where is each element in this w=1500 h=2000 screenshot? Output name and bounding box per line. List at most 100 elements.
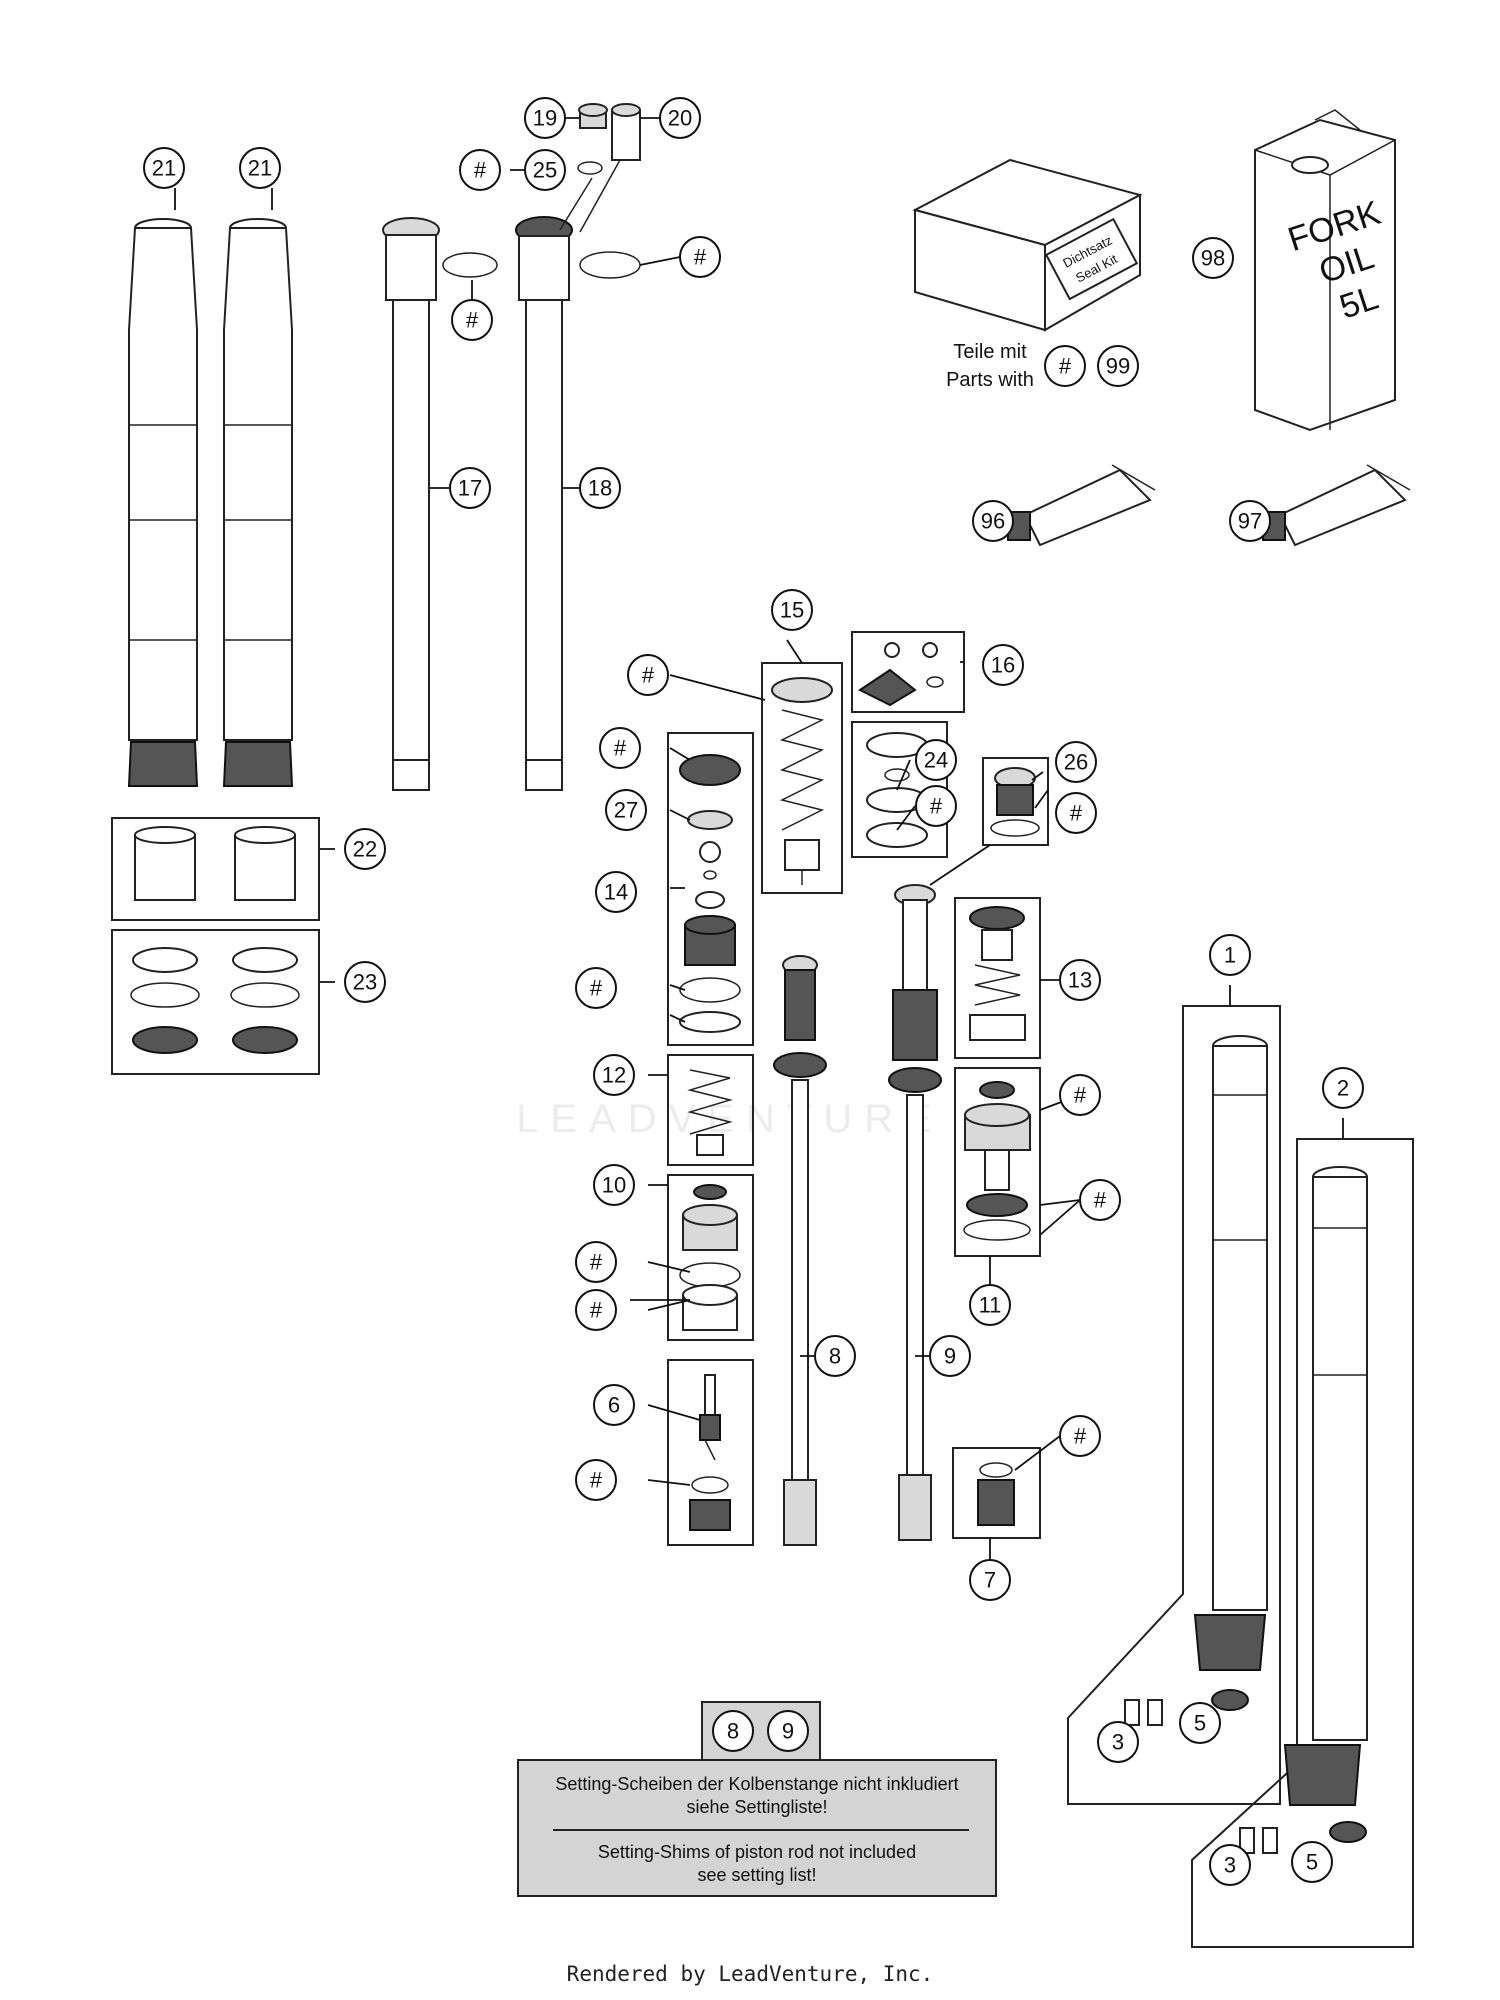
svg-text:15: 15 [780, 598, 804, 623]
group-box-14-27 [667, 732, 754, 1046]
seal-kit-caption-2: Parts with [946, 369, 1034, 391]
group-box-22 [111, 817, 320, 921]
valve-13 [969, 906, 1026, 1041]
inner-tube-17 [382, 217, 440, 791]
svg-text:21: 21 [248, 156, 272, 181]
svg-text:5: 5 [1306, 1850, 1318, 1875]
callout-97: 97 [1229, 500, 1271, 542]
callout-hash-10-top: # [575, 1241, 617, 1283]
svg-text:5: 5 [1194, 1711, 1206, 1736]
callout-hash-24: # [915, 785, 957, 827]
svg-text:22: 22 [353, 837, 377, 862]
callout-hash-oring-18: # [679, 236, 721, 278]
svg-text:24: 24 [924, 748, 948, 773]
callout-21-left: 21 [143, 147, 185, 189]
svg-text:3: 3 [1112, 1730, 1124, 1755]
svg-text:18: 18 [588, 476, 612, 501]
callout-8: 8 [814, 1335, 856, 1377]
group-box-13 [954, 897, 1041, 1059]
outer-tube-21-left [127, 218, 199, 787]
callout-5-leg1: 5 [1179, 1702, 1221, 1744]
callout-1: 1 [1209, 934, 1251, 976]
group-outline-1 [1067, 1005, 1281, 1805]
callout-10: 10 [593, 1164, 635, 1206]
callout-15: 15 [771, 589, 813, 631]
o-ring-17 [442, 252, 498, 278]
svg-text:3: 3 [1224, 1853, 1236, 1878]
callout-23: 23 [344, 961, 386, 1003]
group-box-6 [667, 1359, 754, 1546]
leader-lines [174, 117, 1344, 1560]
svg-text:97: 97 [1238, 509, 1262, 534]
callout-6: 6 [593, 1384, 635, 1426]
svg-text:25: 25 [533, 158, 557, 183]
o-ring-18 [579, 251, 641, 279]
svg-text:1: 1 [1224, 943, 1236, 968]
spring-12 [687, 1069, 733, 1156]
damper-rod-9 [888, 884, 942, 1541]
note-box [517, 1759, 997, 1897]
callout-96: 96 [972, 500, 1014, 542]
callout-hash-14-bottom: # [575, 967, 617, 1009]
callout-hash-7: # [1059, 1415, 1101, 1457]
svg-text:23: 23 [353, 970, 377, 995]
group-box-10 [667, 1174, 754, 1341]
svg-text:98: 98 [1201, 246, 1225, 271]
svg-text:17: 17 [458, 476, 482, 501]
group-box-23 [111, 929, 320, 1075]
callout-hash-seal-kit: # [1044, 345, 1086, 387]
inner-tube-18 [515, 216, 573, 791]
note-de-line2: siehe Settingliste! [686, 1797, 827, 1817]
svg-text:13: 13 [1068, 968, 1092, 993]
callout-hash-26: # [1055, 792, 1097, 834]
group-box-16 [851, 631, 965, 713]
svg-text:#: # [614, 736, 627, 761]
outer-tube-21-right [222, 218, 294, 787]
callout-5-leg2: 5 [1291, 1841, 1333, 1883]
svg-text:#: # [466, 308, 479, 333]
svg-text:11: 11 [979, 1293, 1002, 1318]
valve-7 [977, 1462, 1015, 1526]
callout-3-leg2: 3 [1209, 1844, 1251, 1886]
svg-text:7: 7 [984, 1568, 996, 1593]
callout-note-8: 8 [712, 1710, 754, 1752]
svg-text:#: # [590, 1468, 603, 1493]
grease-tube-96 [1007, 464, 1156, 547]
watermark: LEADVENTURE [516, 1097, 944, 1141]
callout-3-leg1: 3 [1097, 1721, 1139, 1763]
svg-text:26: 26 [1064, 750, 1088, 775]
svg-text:27: 27 [614, 798, 638, 823]
callout-19: 19 [524, 97, 566, 139]
spring-assembly-15 [771, 677, 833, 885]
svg-text:99: 99 [1106, 354, 1130, 379]
seals-23 [130, 947, 300, 1054]
group-box-12 [667, 1054, 754, 1166]
svg-text:#: # [642, 663, 655, 688]
callout-17: 17 [449, 467, 491, 509]
callout-hash-15: # [627, 654, 669, 696]
svg-text:#: # [930, 794, 943, 819]
svg-text:14: 14 [604, 880, 628, 905]
svg-text:#: # [1074, 1083, 1087, 1108]
fork-oil-can: FORK OIL 5L [1254, 109, 1396, 432]
callout-18: 18 [579, 467, 621, 509]
svg-text:6: 6 [608, 1393, 620, 1418]
svg-text:#: # [694, 245, 707, 270]
svg-text:8: 8 [727, 1719, 739, 1744]
svg-text:20: 20 [668, 106, 692, 131]
callout-20: 20 [659, 97, 701, 139]
valve-body-10 [679, 1184, 741, 1331]
group-box-11 [954, 1067, 1041, 1257]
svg-text:2: 2 [1337, 1076, 1349, 1101]
callout-hash-10-bottom: # [575, 1289, 617, 1331]
svg-text:#: # [590, 1298, 603, 1323]
valve-6 [689, 1374, 731, 1531]
svg-text:21: 21 [152, 156, 176, 181]
svg-text:#: # [1094, 1188, 1107, 1213]
callout-hash-25: # [459, 149, 501, 191]
callout-hash-oring-17: # [451, 299, 493, 341]
callout-24: 24 [915, 739, 957, 781]
callout-21-right: 21 [239, 147, 281, 189]
svg-text:#: # [1070, 801, 1083, 826]
